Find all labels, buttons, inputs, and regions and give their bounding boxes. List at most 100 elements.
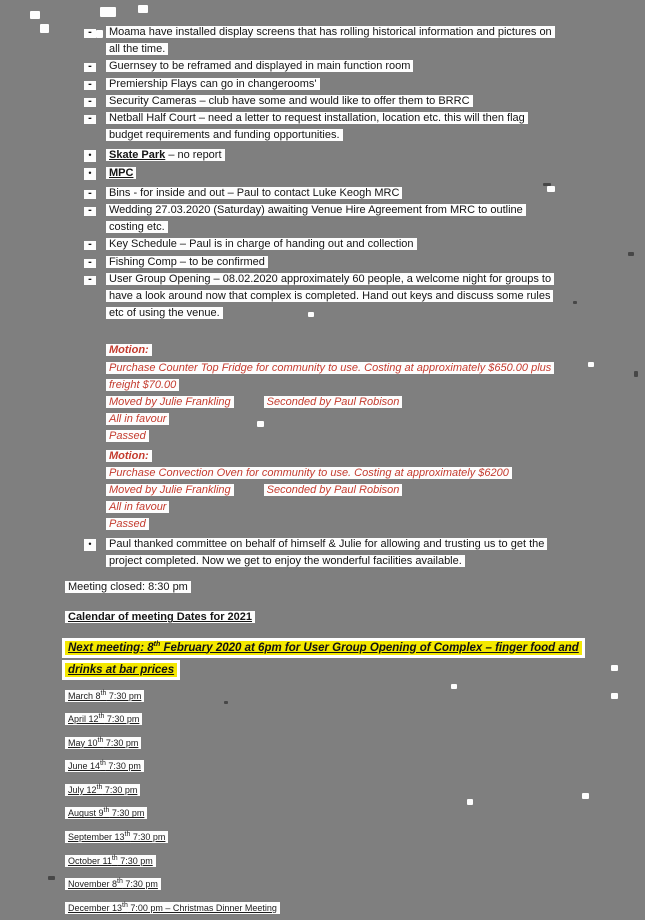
calendar-date: May 10th 7:30 pm: [65, 736, 142, 749]
list-item: - User Group Opening – 08.02.2020 approx…: [84, 271, 645, 323]
ordinal-superscript: th: [117, 878, 123, 886]
minutes-line: Fishing Comp – to be confirmed: [106, 255, 268, 268]
list-item-thanks: • Paul thanked committee on behalf of hi…: [84, 536, 645, 570]
bullet-dash-icon: -: [84, 273, 96, 285]
calendar-date: October 11th 7:30 pm: [65, 854, 156, 867]
scan-noise-speck: [634, 371, 638, 377]
date-text: 7:30 pm: [103, 737, 139, 748]
minutes-line: budget requirements and funding opportun…: [106, 129, 343, 142]
date-text: 7:30 pm: [117, 855, 153, 866]
ordinal-superscript: th: [122, 901, 128, 909]
calendar-date: April 12th 7:30 pm: [65, 713, 143, 726]
minutes-line: costing etc.: [106, 221, 168, 234]
list-item: - Wedding 27.03.2020 (Saturday) awaiting…: [84, 202, 645, 236]
date-text: 7:30 pm: [106, 690, 142, 701]
minutes-line: Key Schedule – Paul is in charge of hand…: [106, 238, 417, 251]
scan-noise-speck: [573, 301, 577, 304]
scan-noise-speck: [582, 793, 589, 799]
motion-label: Motion:: [106, 449, 152, 462]
minutes-line: Skate Park – no report: [106, 149, 225, 162]
minutes-line: Wedding 27.03.2020 (Saturday) awaiting V…: [106, 204, 526, 217]
ordinal-superscript: th: [100, 760, 106, 768]
scan-noise-speck: [308, 312, 314, 317]
ordinal-superscript: th: [96, 783, 103, 791]
scan-noise-speck: [224, 701, 228, 704]
bullet-dash-icon: -: [84, 256, 96, 268]
motion-seconded-by: Seconded by Paul Robison: [263, 484, 403, 497]
motion-moved-by: Moved by Julie Frankling: [106, 396, 234, 409]
motion-block-oven: Motion: Purchase Convection Oven for com…: [106, 448, 645, 534]
scan-noise-speck: [138, 5, 148, 13]
bullet-dash-icon: -: [84, 239, 96, 251]
next-meeting-text: February 2020 at 6pm for User Group Open…: [160, 641, 579, 654]
bullet-dot-icon: •: [84, 538, 96, 551]
minutes-line: Paul thanked committee on behalf of hims…: [106, 537, 548, 550]
date-text: 7:30 pm: [105, 761, 141, 772]
motion-moved-by: Moved by Julie Frankling: [106, 484, 234, 497]
next-meeting-text: drinks at bar prices: [68, 664, 175, 676]
scan-noise-speck: [100, 7, 116, 17]
minutes-line: etc of using the venue.: [106, 307, 223, 320]
calendar-date: September 13th 7:30 pm: [65, 831, 169, 844]
ordinal-superscript: th: [98, 713, 105, 721]
list-item: - Security Cameras – club have some and …: [84, 93, 645, 110]
bullet-dot-icon: •: [84, 150, 96, 163]
date-text: March 8: [68, 690, 101, 701]
motion-passed: Passed: [106, 430, 149, 443]
minutes-line: have a look around now that complex is c…: [106, 290, 554, 303]
scan-noise-speck: [40, 24, 49, 33]
calendar-date: August 9th 7:30 pm: [65, 807, 148, 820]
date-text: 7:00 pm – Christmas Dinner Meeting: [127, 902, 277, 913]
list-item: - Premiership Flays can go in changeroom…: [84, 76, 645, 93]
calendar-dates-list: March 8th 7:30 pm April 12th 7:30 pm May…: [65, 689, 645, 914]
minutes-line: MPC: [106, 166, 137, 179]
minutes-line: Moama have installed display screens tha…: [106, 26, 555, 38]
date-text: 7:30 pm: [104, 714, 140, 725]
calendar-date: November 8th 7:30 pm: [65, 878, 161, 891]
list-item-mpc: • MPC: [84, 165, 645, 182]
bullet-dash-icon: -: [84, 78, 96, 90]
motion-label: Motion:: [106, 344, 152, 357]
minutes-line: Premiership Flays can go in changerooms': [106, 77, 320, 90]
skate-park-heading: Skate Park: [109, 149, 166, 162]
list-item: - Netball Half Court – need a letter to …: [84, 110, 645, 144]
calendar-date: March 8th 7:30 pm: [65, 689, 145, 702]
date-text: 7:30 pm: [130, 832, 166, 843]
date-text: June 14: [68, 761, 101, 772]
calendar-date: July 12th 7:30 pm: [65, 783, 141, 796]
date-text: 7:30 pm: [109, 808, 145, 819]
calendar-title: Calendar of meeting Dates for 2021: [65, 611, 256, 624]
motion-passed: Passed: [106, 518, 149, 531]
bullet-dash-icon: -: [84, 27, 96, 38]
minutes-line: Bins - for inside and out – Paul to cont…: [106, 186, 403, 199]
next-meeting-line: drinks at bar prices: [65, 663, 178, 677]
motion-all-in-favour: All in favour: [106, 413, 170, 426]
motion-all-in-favour: All in favour: [106, 501, 170, 514]
scan-noise-speck: [628, 252, 634, 256]
ordinal-superscript: th: [100, 689, 107, 697]
date-text: 7:30 pm: [102, 784, 138, 795]
ordinal-superscript: th: [97, 736, 104, 744]
next-meeting-text: Next meeting: 8: [68, 641, 154, 654]
scan-noise-speck: [588, 362, 594, 367]
motion-text: freight $70.00: [106, 378, 180, 391]
minutes-line: project completed. Now we get to enjoy t…: [106, 554, 465, 567]
list-item: - Moama have installed display screens t…: [84, 24, 645, 58]
calendar-date: June 14th 7:30 pm: [65, 760, 144, 773]
scan-noise-speck: [451, 684, 457, 689]
list-item: - Guernsey to be reframed and displayed …: [84, 58, 645, 75]
scan-noise-speck: [30, 11, 40, 19]
minutes-line: Netball Half Court – need a letter to re…: [106, 112, 528, 125]
scan-noise-speck: [48, 876, 55, 880]
scan-noise-speck: [96, 30, 103, 38]
skate-park-note: – no report: [165, 149, 222, 162]
date-text: November 8: [68, 879, 118, 890]
calendar-date: December 13th 7:00 pm – Christmas Dinner…: [65, 901, 280, 914]
scan-noise-speck: [543, 183, 551, 186]
minutes-line: Security Cameras – club have some and wo…: [106, 94, 473, 107]
motion-text: Purchase Counter Top Fridge for communit…: [106, 361, 555, 374]
scan-noise-speck: [467, 799, 473, 805]
date-text: October 11: [68, 855, 112, 866]
motion-text: Purchase Convection Oven for community t…: [106, 466, 512, 479]
